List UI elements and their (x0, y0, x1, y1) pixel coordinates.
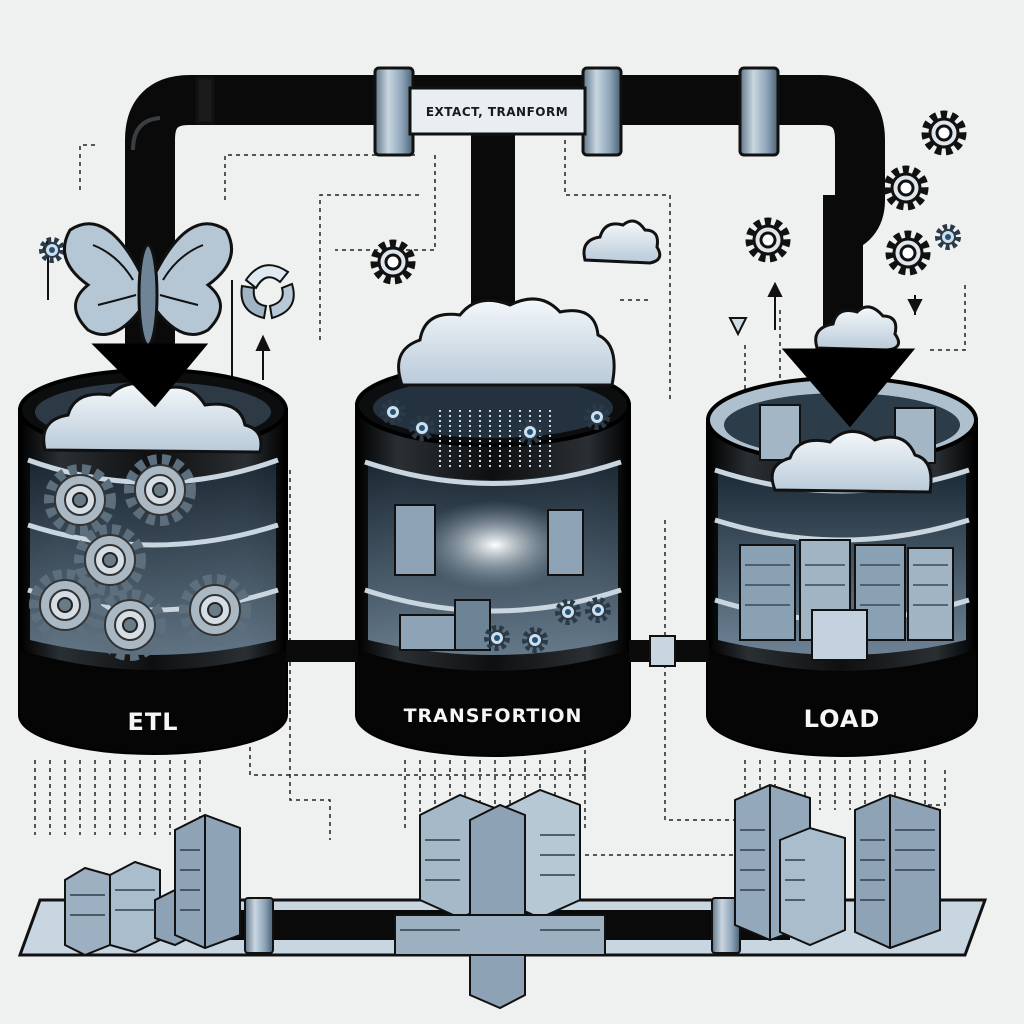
server-rack-icon (734, 783, 941, 950)
pipe-label: EXTACT, TRANFORM (426, 105, 568, 119)
load-tank-label: LOAD (804, 705, 881, 733)
etl-tank-label: ETL (127, 708, 178, 736)
tank-connectors (286, 635, 709, 667)
etl-tank: ETL (18, 368, 288, 755)
down-arrow-icon (91, 343, 209, 408)
pipe-highlight (131, 116, 161, 151)
butterfly-icon (62, 222, 234, 347)
down-arrow-icon (781, 348, 916, 428)
load-tank: LOAD (706, 376, 978, 757)
pipe-couplings (195, 66, 780, 157)
transformation-tank: TRANSFORTION (355, 297, 631, 757)
transformation-tank-label: TRANSFORTION (404, 705, 583, 727)
cloud-icon (582, 219, 662, 265)
cloud-icon (814, 305, 901, 352)
server-rack-icon (64, 813, 241, 957)
server-rack-icon (394, 788, 606, 1010)
recycle-icon (240, 264, 295, 320)
